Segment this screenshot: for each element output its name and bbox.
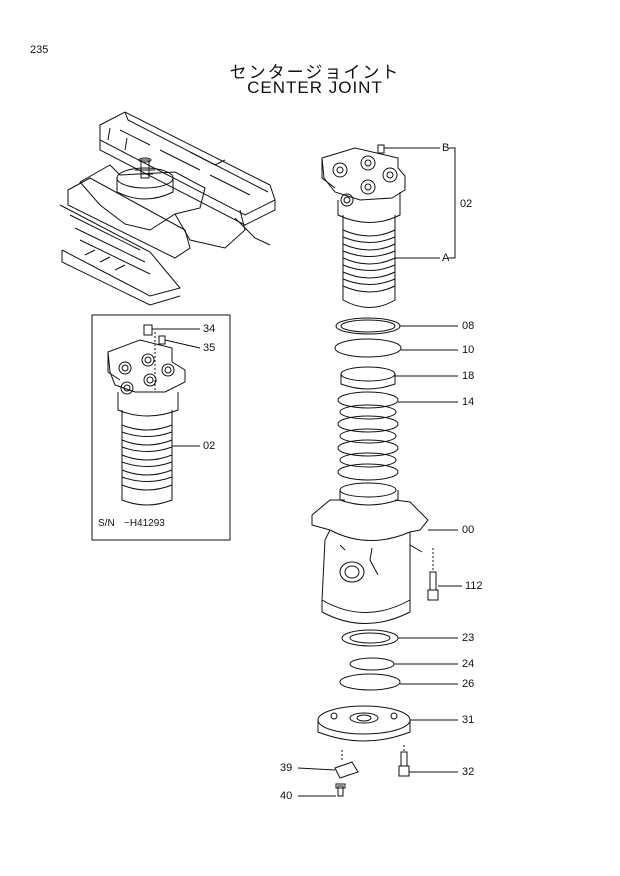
callout-18: 18 <box>462 370 475 382</box>
callout-40: 40 <box>280 790 293 802</box>
callout-08: 08 <box>462 320 475 332</box>
title-english: CENTER JOINT <box>247 78 383 97</box>
inset-callout-02: 02 <box>203 440 216 452</box>
callout-10: 10 <box>462 344 475 356</box>
main-center-joint <box>297 144 462 797</box>
serial-range: ~H41293 <box>124 518 165 529</box>
callout-39: 39 <box>280 762 293 774</box>
page-number: 235 <box>30 44 49 56</box>
title-japanese: センタージョイント <box>229 63 401 83</box>
callout-b: B <box>442 142 450 154</box>
callout-26: 26 <box>462 678 475 690</box>
callout-24: 24 <box>462 658 475 670</box>
serial-prefix: S/N <box>98 518 115 529</box>
callout-23: 23 <box>462 632 475 644</box>
callout-32: 32 <box>462 766 475 778</box>
callout-14: 14 <box>462 396 475 408</box>
callout-31: 31 <box>462 714 475 726</box>
callout-a: A <box>442 252 450 264</box>
callout-00: 00 <box>462 524 475 536</box>
callout-02: 02 <box>460 198 473 210</box>
inset-callout-35: 35 <box>203 342 216 354</box>
inset-early-model <box>91 314 231 541</box>
undercarriage-overview <box>59 111 276 306</box>
callout-112: 112 <box>465 580 483 592</box>
inset-callout-34: 34 <box>203 323 216 335</box>
